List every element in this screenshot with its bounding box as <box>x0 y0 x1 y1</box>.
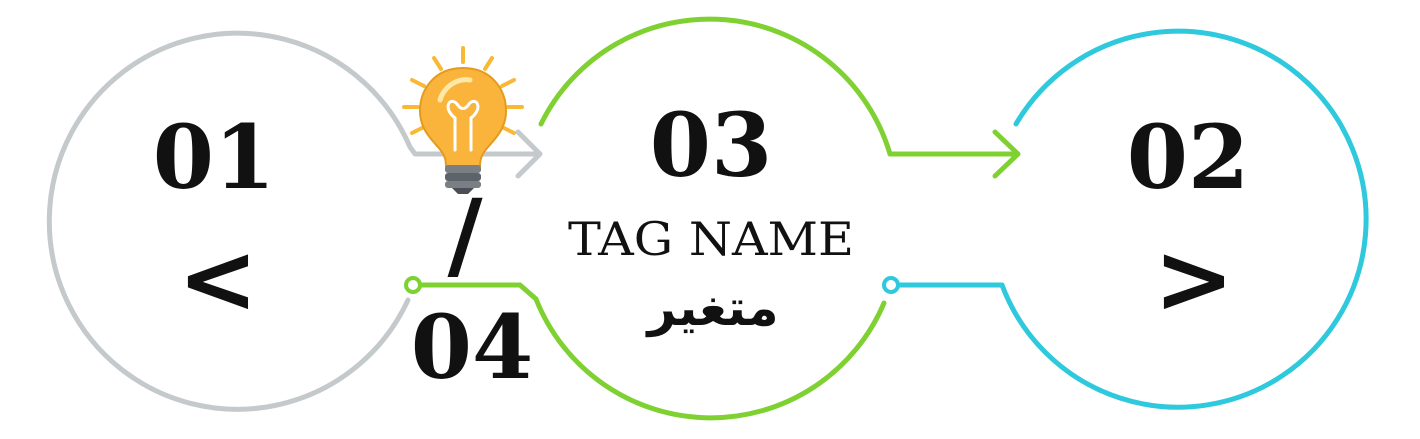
circle-02-outline <box>999 28 1369 410</box>
connector-03-to-02 <box>887 129 1021 179</box>
step-04-symbol: / <box>447 179 483 291</box>
step-03-number: 03 <box>650 93 772 197</box>
step-01-number: 01 <box>153 105 275 209</box>
step-03-tag-label: TAG NAME <box>568 212 854 266</box>
step-02-symbol: > <box>1154 223 1234 335</box>
circle-03-outline <box>538 16 893 157</box>
connector-04-start-dot <box>404 276 422 294</box>
step-02-number: 02 <box>1127 105 1249 209</box>
step-04-number: 04 <box>411 295 533 399</box>
connector-04-to-03 <box>415 282 539 302</box>
light-bulb-icon <box>402 46 524 194</box>
circle-01-outline <box>46 30 413 412</box>
circle-03-lower-outline <box>533 296 887 421</box>
step-01-symbol: < <box>178 223 258 335</box>
connector-01-to-03 <box>407 129 543 179</box>
connector-02-end-dot <box>882 276 900 294</box>
step-03-arabic-label: متغير <box>644 279 778 338</box>
